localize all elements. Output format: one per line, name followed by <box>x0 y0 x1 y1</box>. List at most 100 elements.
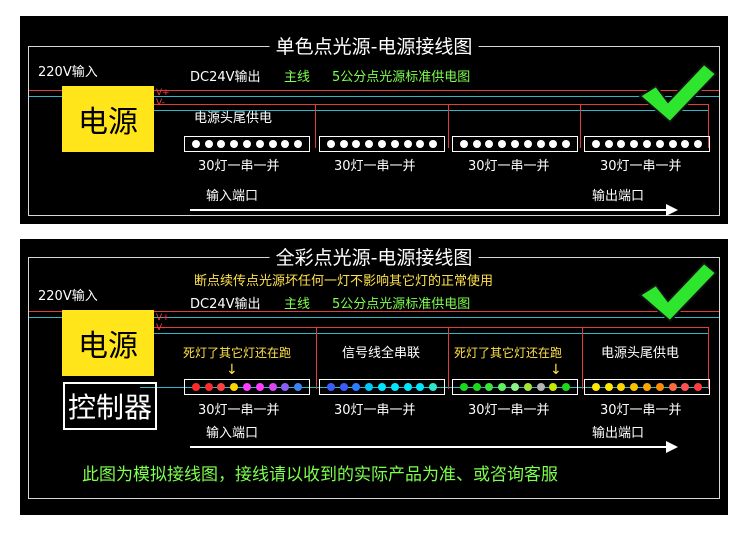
led-dot <box>281 140 290 148</box>
led-dot <box>523 383 532 391</box>
wire-red-main <box>154 327 708 328</box>
input-voltage-label: 220V输入 <box>38 289 98 304</box>
led-dot <box>485 140 494 148</box>
led-dot <box>191 140 200 148</box>
led-dot <box>523 140 532 148</box>
led-dot <box>217 383 226 391</box>
led-dot <box>403 140 412 148</box>
led-dot <box>352 140 361 148</box>
mono-wiring-panel: 单色点光源-电源接线图 220V输入 DC24V输出 主线 5公分点光源标准供电… <box>20 16 728 224</box>
led-dot <box>230 140 239 148</box>
led-dot <box>485 383 494 391</box>
rgb-led-strip <box>452 379 578 395</box>
v-plus-label: V+ <box>156 313 170 323</box>
led-dot <box>604 140 613 148</box>
led-dot <box>377 140 386 148</box>
strip-caption: 30灯一串一并 <box>600 403 682 418</box>
footer-note: 此图为模拟接线图，接线请以收到的实际产品为准、或咨询客服 <box>82 465 558 485</box>
led-dot <box>390 140 399 148</box>
led-dot <box>377 383 386 391</box>
led-dot <box>459 383 468 391</box>
led-dot <box>204 383 213 391</box>
dc-output-label: DC24V输出 <box>190 297 261 312</box>
led-dot <box>255 140 264 148</box>
led-dot <box>352 383 361 391</box>
output-port-label: 输出端口 <box>592 189 645 204</box>
rgb-led-strip <box>184 379 310 395</box>
led-dot <box>204 140 213 148</box>
panel-title: 单色点光源-电源接线图 <box>269 37 479 57</box>
led-dot <box>498 140 507 148</box>
led-dot <box>281 383 290 391</box>
led-dot <box>255 383 264 391</box>
led-strip <box>584 136 710 152</box>
segment-label: 死灯了其它灯还在跑 <box>183 346 292 360</box>
led-dot <box>365 140 374 148</box>
wire-drop <box>315 104 316 148</box>
led-dot <box>472 383 481 391</box>
standard-label: 5公分点光源标准供电图 <box>332 70 471 85</box>
led-dot <box>642 383 651 391</box>
led-dot <box>429 140 438 148</box>
led-dot <box>365 383 374 391</box>
wire-cyan-main <box>154 110 708 111</box>
led-dot <box>536 140 545 148</box>
led-dot <box>617 140 626 148</box>
strip-caption: 30灯一串一并 <box>334 159 416 174</box>
led-dot <box>472 140 481 148</box>
led-dot <box>604 383 613 391</box>
wire-red <box>29 90 719 91</box>
down-arrow-icon: ↓ <box>226 362 238 378</box>
led-dot <box>339 140 348 148</box>
led-dot <box>630 383 639 391</box>
led-dot <box>429 383 438 391</box>
v-minus-label: V- <box>156 323 165 333</box>
strip-caption: 30灯一串一并 <box>198 403 280 418</box>
controller-box: 控制器 <box>63 382 157 430</box>
led-dot <box>242 383 251 391</box>
input-port-label: 输入端口 <box>206 426 259 441</box>
led-dot <box>655 140 664 148</box>
led-dot <box>668 383 677 391</box>
wire-drop <box>708 104 709 148</box>
main-line-label: 主线 <box>284 70 311 85</box>
led-dot <box>694 140 703 148</box>
standard-label: 5公分点光源标准供电图 <box>332 297 471 312</box>
rgb-led-strip <box>584 379 710 395</box>
wire-cyan <box>29 96 719 97</box>
led-dot <box>549 383 558 391</box>
wire-drop <box>448 104 449 148</box>
panel-title: 全彩点光源-电源接线图 <box>269 248 479 268</box>
strip-caption: 30灯一串一并 <box>468 403 550 418</box>
rgb-led-strip <box>319 379 445 395</box>
fullcolor-wiring-panel: 全彩点光源-电源接线图 断点续传点光源坏任何一灯不影响其它灯的正常使用 220V… <box>20 239 728 515</box>
led-dot <box>681 383 690 391</box>
led-dot <box>294 383 303 391</box>
led-dot <box>510 383 519 391</box>
power-supply-box: 电源 <box>62 310 154 376</box>
led-dot <box>536 383 545 391</box>
led-dot <box>416 383 425 391</box>
led-strip <box>452 136 578 152</box>
led-dot <box>416 140 425 148</box>
wire-red <box>29 311 719 312</box>
input-voltage-label: 220V输入 <box>38 65 98 80</box>
strip-caption: 30灯一串一并 <box>468 159 550 174</box>
dc-output-label: DC24V输出 <box>190 70 261 85</box>
v-minus-label: V- <box>156 98 165 108</box>
panel-frame: 全彩点光源-电源接线图 <box>28 248 720 499</box>
led-dot <box>681 140 690 148</box>
input-port-label: 输入端口 <box>206 189 259 204</box>
led-dot <box>339 383 348 391</box>
segment-label: 信号线全串联 <box>342 346 421 361</box>
check-icon <box>638 261 718 323</box>
led-dot <box>498 383 507 391</box>
power-supply-box: 电源 <box>62 86 154 152</box>
down-arrow-icon: ↓ <box>550 362 562 378</box>
strip-caption: 30灯一串一并 <box>334 403 416 418</box>
led-dot <box>549 140 558 148</box>
wire-drop <box>582 327 583 389</box>
segment-label: 电源头尾供电 <box>194 111 273 126</box>
panel-frame: 单色点光源-电源接线图 <box>28 37 720 216</box>
segment-label: 死灯了其它灯还在跑 <box>454 346 563 360</box>
